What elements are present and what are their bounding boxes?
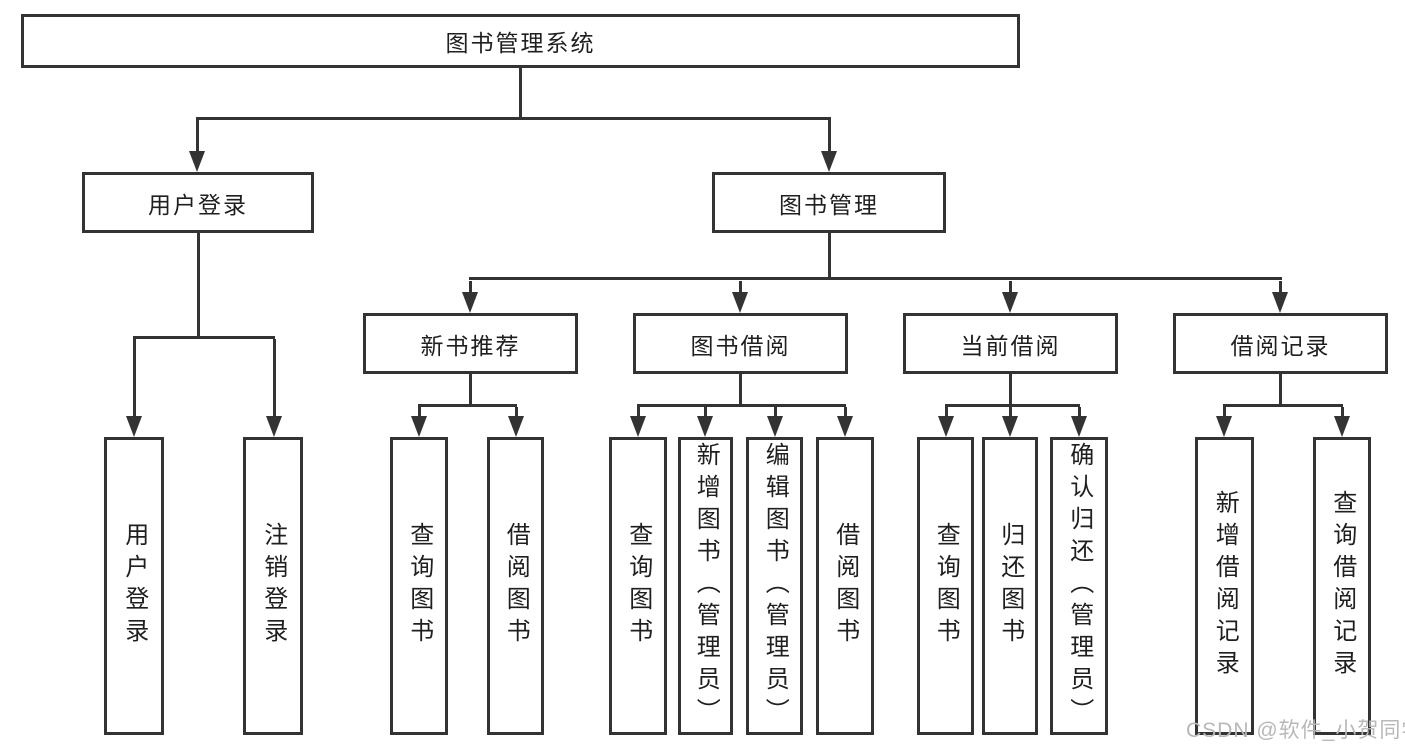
connector-line (197, 233, 200, 339)
connector-line (844, 407, 847, 416)
connector-line (704, 407, 707, 416)
leaf-return-books: 归还图书 (982, 437, 1038, 735)
csdn-watermark: CSDN @软件_小贺同学 (1186, 719, 1405, 742)
connector-line (469, 374, 472, 407)
node-label: 用户登录 (148, 191, 248, 218)
connector-line (945, 407, 948, 416)
arrowhead-down-icon (767, 416, 783, 437)
node-book-management: 图书管理 (712, 172, 946, 233)
node-label: 查询图书 (405, 522, 433, 650)
arrowhead-down-icon (189, 151, 205, 172)
node-label: 用户登录 (120, 522, 148, 650)
connector-line (196, 120, 199, 151)
connector-line (133, 336, 275, 339)
connector-line (828, 233, 831, 280)
node-label: 确认归还（管理员） (1065, 442, 1093, 730)
connector-line (1223, 404, 1343, 407)
leaf-search-books-current: 查询图书 (917, 437, 974, 735)
node-label: 注销登录 (259, 522, 287, 650)
arrowhead-down-icon (630, 416, 646, 437)
connector-line (828, 120, 831, 151)
node-label: 借阅图书 (502, 522, 530, 650)
node-label: 查询借阅记录 (1328, 490, 1356, 682)
connector-line (1009, 407, 1012, 416)
connector-line (418, 404, 517, 407)
connector-line (1341, 407, 1344, 416)
connector-line (469, 281, 472, 292)
connector-line (515, 407, 518, 416)
node-label: 新增图书（管理员） (692, 442, 720, 730)
leaf-search-borrow-record: 查询借阅记录 (1313, 437, 1371, 735)
node-library-management-system: 图书管理系统 (21, 14, 1020, 68)
arrowhead-down-icon (732, 292, 748, 313)
connector-line (418, 407, 421, 416)
arrowhead-down-icon (266, 416, 282, 437)
connector-line (1009, 281, 1012, 292)
connector-line (469, 277, 1282, 280)
node-label: 图书管理系统 (445, 30, 596, 56)
arrowhead-down-icon (697, 416, 713, 437)
arrowhead-down-icon (411, 416, 427, 437)
node-borrowing-records: 借阅记录 (1173, 313, 1388, 374)
connector-line (637, 404, 846, 407)
leaf-user-login: 用户登录 (104, 437, 164, 735)
node-label: 借阅记录 (1230, 332, 1331, 359)
node-label: 编辑图书（管理员） (761, 442, 789, 730)
node-label: 归还图书 (996, 522, 1024, 650)
node-label: 图书管理 (779, 191, 879, 218)
node-label: 新增借阅记录 (1211, 490, 1239, 682)
node-label: 借阅图书 (831, 522, 859, 650)
leaf-search-books-recommend: 查询图书 (390, 437, 448, 735)
connector-line (739, 374, 742, 407)
node-label: 查询图书 (624, 522, 652, 650)
connector-line (519, 68, 522, 120)
connector-line (1078, 407, 1081, 416)
connector-line (196, 117, 831, 120)
arrowhead-down-icon (1071, 416, 1087, 437)
arrowhead-down-icon (462, 292, 478, 313)
arrowhead-down-icon (837, 416, 853, 437)
connector-line (739, 281, 742, 292)
leaf-borrow-books-recommend: 借阅图书 (487, 437, 544, 735)
node-label: 新书推荐 (420, 332, 521, 359)
node-book-borrowing: 图书借阅 (633, 313, 848, 374)
node-label: 当前借阅 (960, 332, 1061, 359)
connector-line (133, 339, 136, 416)
arrowhead-down-icon (938, 416, 954, 437)
connector-line (945, 404, 1080, 407)
node-label: 查询图书 (932, 522, 960, 650)
connector-line (1279, 374, 1282, 407)
leaf-confirm-return-admin: 确认归还（管理员） (1050, 437, 1108, 735)
node-user-login: 用户登录 (82, 172, 314, 233)
node-current-borrowing: 当前借阅 (903, 313, 1118, 374)
leaf-search-books-borrow: 查询图书 (609, 437, 667, 735)
leaf-add-borrow-record: 新增借阅记录 (1195, 437, 1254, 735)
arrowhead-down-icon (126, 416, 142, 437)
arrowhead-down-icon (1334, 416, 1350, 437)
connector-line (273, 339, 276, 416)
arrowhead-down-icon (821, 151, 837, 172)
connector-line (1009, 374, 1012, 407)
node-label: 图书借阅 (690, 332, 791, 359)
connector-line (637, 407, 640, 416)
arrowhead-down-icon (1002, 292, 1018, 313)
connector-line (774, 407, 777, 416)
leaf-borrow-books: 借阅图书 (816, 437, 874, 735)
arrowhead-down-icon (508, 416, 524, 437)
connector-line (1279, 281, 1282, 292)
node-new-book-recommendation: 新书推荐 (363, 313, 578, 374)
connector-line (1223, 407, 1226, 416)
arrowhead-down-icon (1272, 292, 1288, 313)
leaf-edit-books-admin: 编辑图书（管理员） (746, 437, 803, 735)
arrowhead-down-icon (1002, 416, 1018, 437)
leaf-add-books-admin: 新增图书（管理员） (678, 437, 733, 735)
leaf-logout: 注销登录 (243, 437, 303, 735)
arrowhead-down-icon (1216, 416, 1232, 437)
